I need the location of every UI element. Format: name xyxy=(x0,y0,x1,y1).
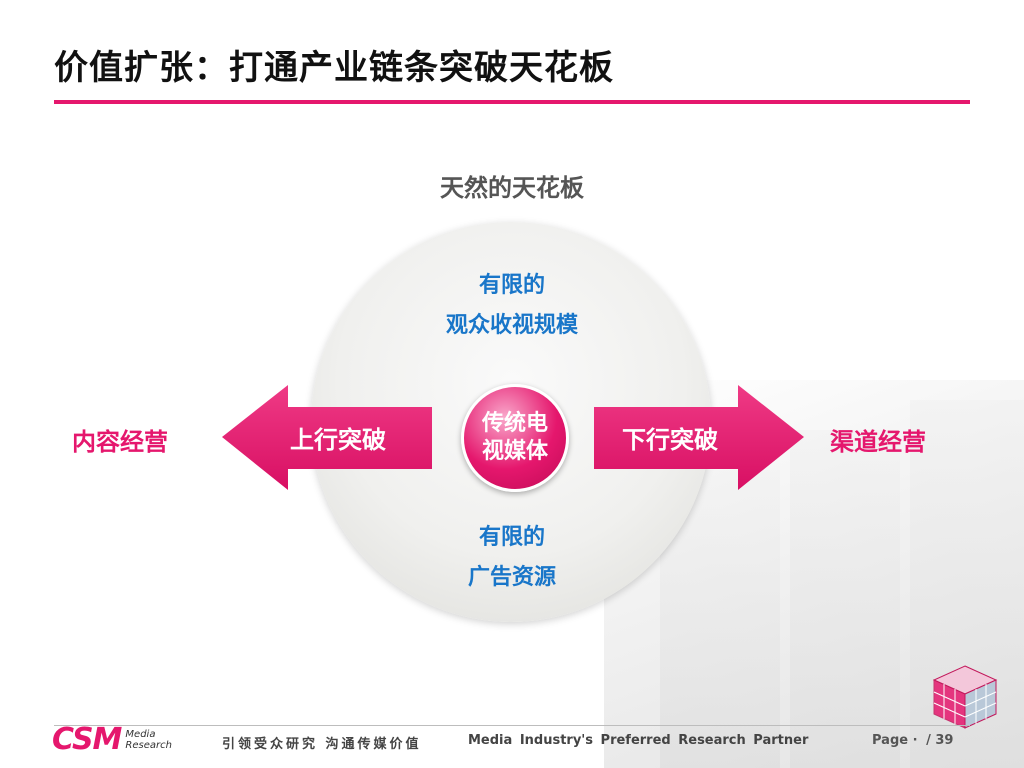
right-arrow xyxy=(594,385,804,490)
bottom-constraint-text: 有限的 广告资源 xyxy=(362,518,662,598)
center-node-line: 传统电 xyxy=(481,411,548,436)
logo-subtitle-line: Media xyxy=(125,728,156,740)
slide-title: 价值扩张：打通产业链条突破天花板 xyxy=(54,48,614,88)
footer-slogan: 引领受众研究 沟通传媒价值 xyxy=(222,737,422,752)
photo-cube-icon xyxy=(932,665,998,729)
channel-operation-label: 渠道经营 xyxy=(830,428,926,456)
title-underline xyxy=(54,100,970,104)
content-operation-label: 内容经营 xyxy=(72,428,168,456)
top-constraint-text: 有限的 观众收视规模 xyxy=(362,266,662,346)
footer-tagline: Media Industry's Preferred Research Part… xyxy=(468,733,809,748)
upstream-breakthrough-label: 上行突破 xyxy=(290,426,386,454)
left-arrow xyxy=(222,385,432,490)
top-constraint-line: 观众收视规模 xyxy=(445,313,578,338)
background-block xyxy=(790,430,900,768)
footer-divider xyxy=(54,725,970,726)
bottom-constraint-line: 有限的 xyxy=(478,525,545,550)
diagram-heading: 天然的天花板 xyxy=(440,174,584,202)
logo-subtitle-line: Research xyxy=(125,739,172,751)
page-count: / 39 xyxy=(926,733,954,748)
logo-subtitle: Media Research xyxy=(125,729,172,751)
csm-logo: CSM Media Research xyxy=(52,722,172,757)
page-separator: · xyxy=(912,733,918,748)
logo-wordmark: CSM xyxy=(52,722,122,757)
page-number: Page · / 39 xyxy=(872,733,953,748)
page-label: Page xyxy=(872,733,909,748)
bottom-constraint-line: 广告资源 xyxy=(467,565,556,590)
center-node: 传统电 视媒体 xyxy=(461,384,569,492)
downstream-breakthrough-label: 下行突破 xyxy=(622,426,718,454)
center-node-line: 视媒体 xyxy=(481,439,548,464)
top-constraint-line: 有限的 xyxy=(478,273,545,298)
